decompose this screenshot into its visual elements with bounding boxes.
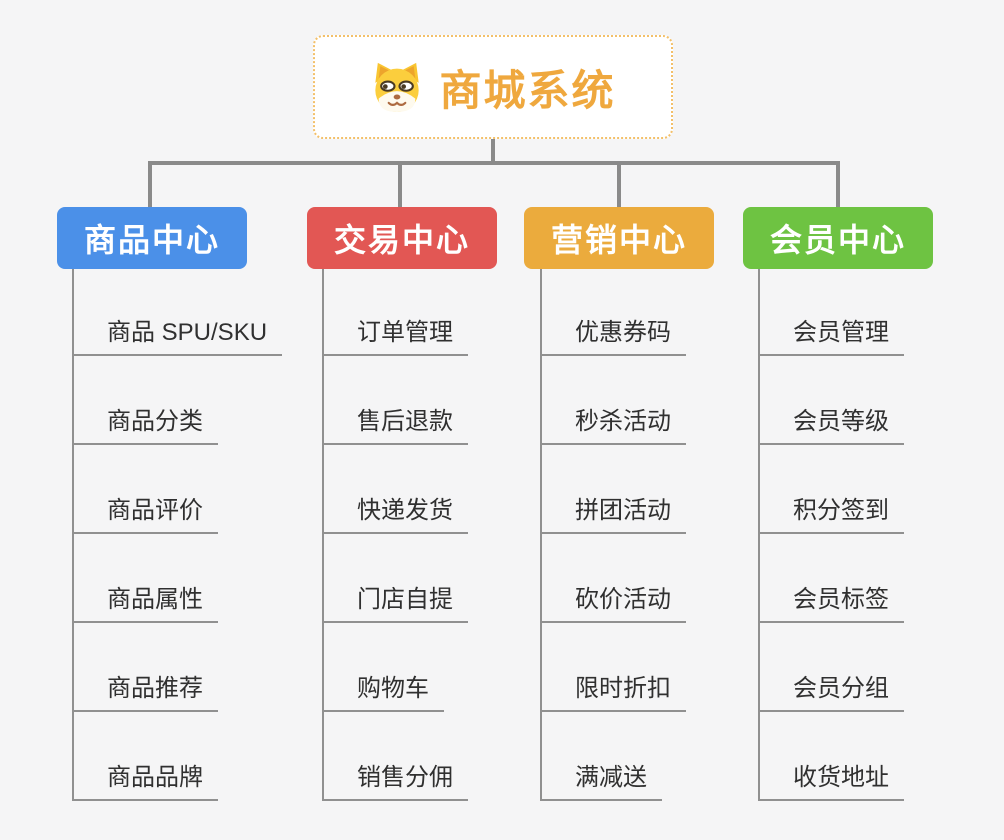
branch-topic-trade-center[interactable]: 交易中心 xyxy=(307,207,497,269)
connector-rail xyxy=(148,161,840,165)
branch-spine xyxy=(72,269,74,801)
subtopic[interactable]: 限时折扣 xyxy=(540,671,686,712)
subtopic[interactable]: 门店自提 xyxy=(322,582,468,623)
branch-topic-member-center[interactable]: 会员中心 xyxy=(743,207,933,269)
subtopic[interactable]: 商品品牌 xyxy=(72,760,218,801)
branch-label: 商品中心 xyxy=(83,222,220,258)
branch-spine xyxy=(758,269,760,801)
subtopic[interactable]: 商品评价 xyxy=(72,493,218,534)
subtopic[interactable]: 售后退款 xyxy=(322,404,468,445)
subtopic[interactable]: 订单管理 xyxy=(322,315,468,356)
subtopic[interactable]: 满减送 xyxy=(540,760,662,801)
subtopic[interactable]: 会员分组 xyxy=(758,671,904,712)
dog-face-icon xyxy=(375,62,420,112)
branch-label: 营销中心 xyxy=(550,222,687,258)
subtopic[interactable]: 快递发货 xyxy=(322,493,468,534)
branch-spine xyxy=(322,269,324,801)
subtopic[interactable]: 会员标签 xyxy=(758,582,904,623)
subtopic[interactable]: 商品推荐 xyxy=(72,671,218,712)
connector-drop-member xyxy=(836,163,840,207)
branch-label: 交易中心 xyxy=(333,222,470,258)
subtopic[interactable]: 会员管理 xyxy=(758,315,904,356)
subtopic[interactable]: 会员等级 xyxy=(758,404,904,445)
subtopic[interactable]: 积分签到 xyxy=(758,493,904,534)
connector-drop-product xyxy=(148,163,152,207)
branch-spine xyxy=(540,269,542,801)
branch-column-member: 会员管理 会员等级 积分签到 会员标签 会员分组 收货地址 xyxy=(758,269,1004,802)
branch-topic-product-center[interactable]: 商品中心 xyxy=(57,207,247,269)
branch-column-trade: 订单管理 售后退款 快递发货 门店自提 购物车 销售分佣 xyxy=(322,269,572,802)
subtopic[interactable]: 购物车 xyxy=(322,671,444,712)
subtopic[interactable]: 销售分佣 xyxy=(322,760,468,801)
branch-label: 会员中心 xyxy=(769,222,906,258)
branch-column-product: 商品 SPU/SKU 商品分类 商品评价 商品属性 商品推荐 商品品牌 xyxy=(72,269,322,802)
subtopic[interactable]: 砍价活动 xyxy=(540,582,686,623)
subtopic[interactable]: 商品分类 xyxy=(72,404,218,445)
connector-drop-marketing xyxy=(617,163,621,207)
connector-drop-trade xyxy=(398,163,402,207)
subtopic[interactable]: 拼团活动 xyxy=(540,493,686,534)
subtopic[interactable]: 收货地址 xyxy=(758,760,904,801)
root-topic-label: 商城系统 xyxy=(439,66,616,114)
root-topic[interactable]: 商城系统 xyxy=(313,35,673,139)
subtopic[interactable]: 秒杀活动 xyxy=(540,404,686,445)
connector-root-drop xyxy=(491,139,495,165)
subtopic[interactable]: 商品属性 xyxy=(72,582,218,623)
subtopic[interactable]: 优惠券码 xyxy=(540,315,686,356)
branch-topic-marketing-center[interactable]: 营销中心 xyxy=(524,207,714,269)
subtopic[interactable]: 商品 SPU/SKU xyxy=(72,315,283,356)
branch-column-marketing: 优惠券码 秒杀活动 拼团活动 砍价活动 限时折扣 满减送 xyxy=(540,269,790,802)
